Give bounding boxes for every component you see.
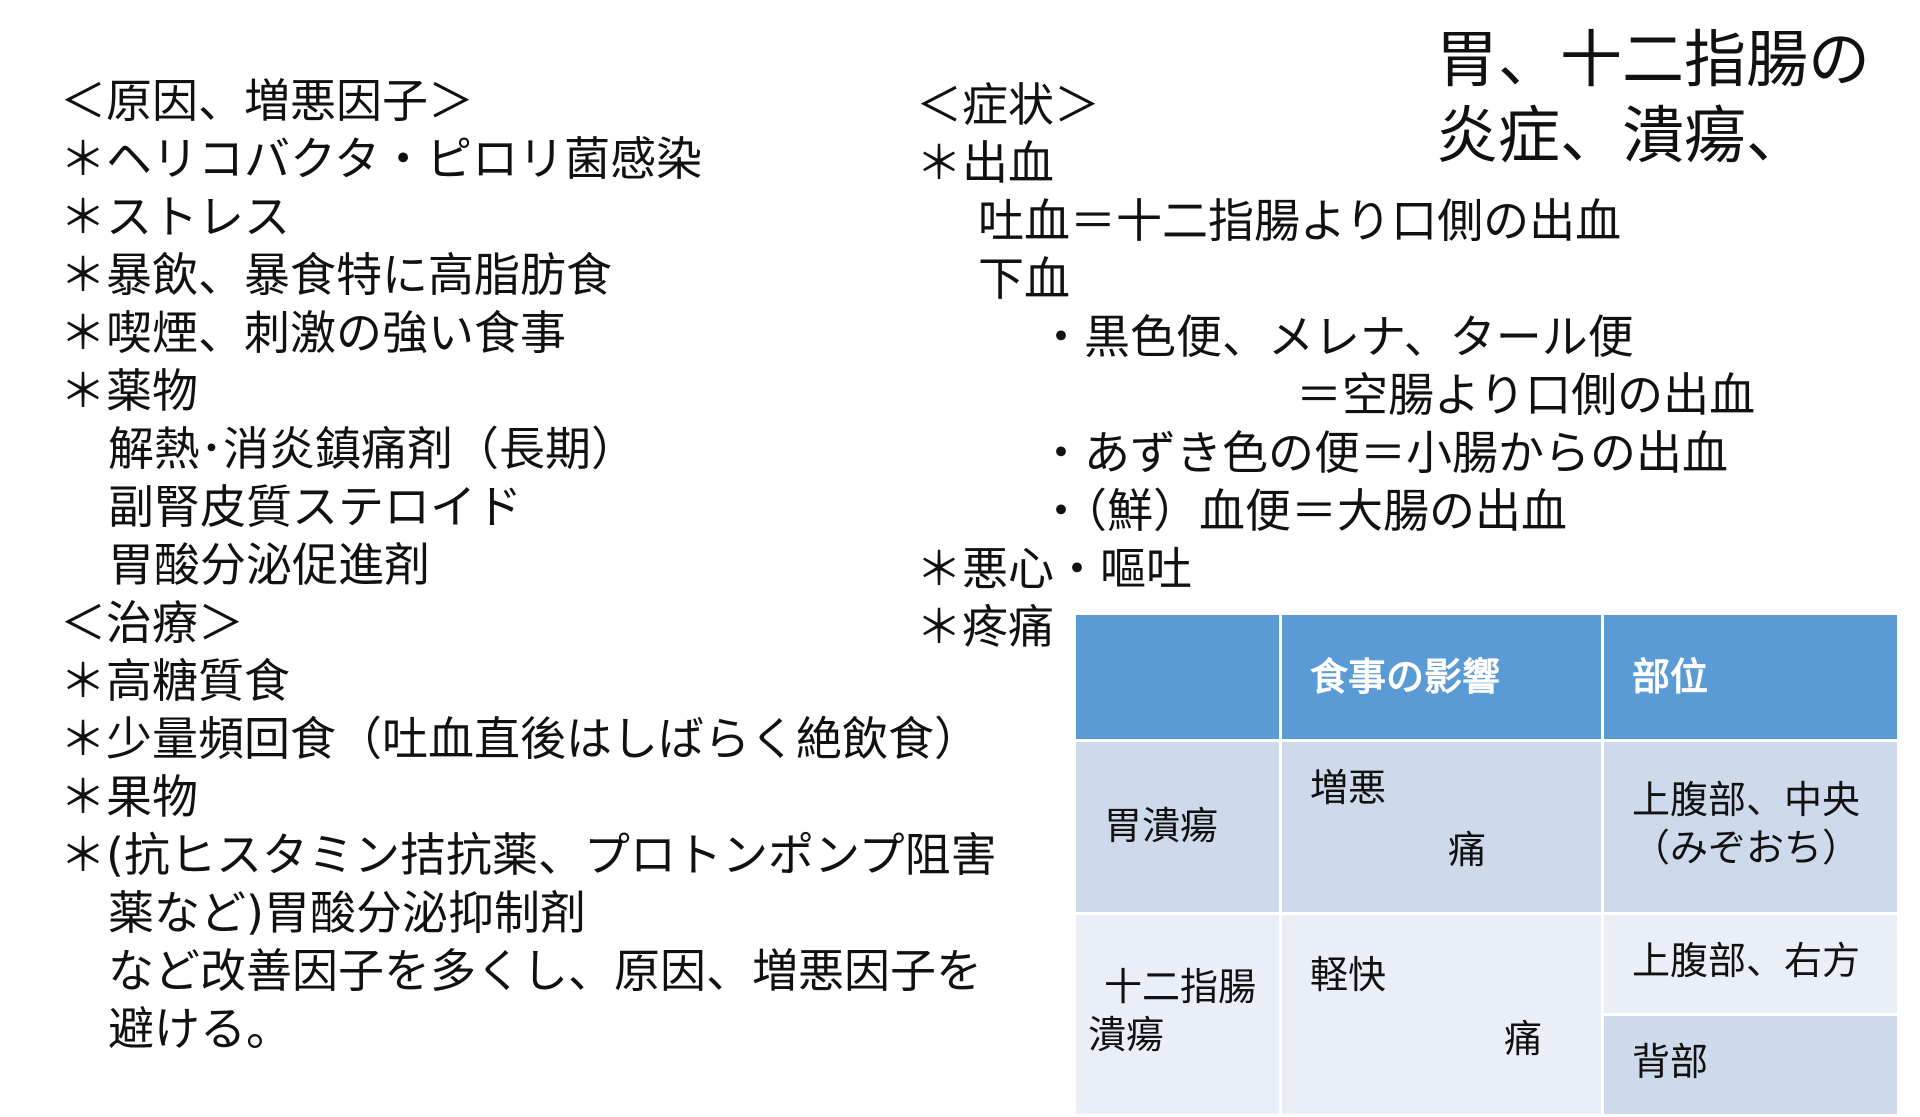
duodenal-diet-effect: 軽快 痛 (1279, 912, 1604, 1117)
list-item: ＊果物 (60, 770, 198, 824)
table-header-blank (1073, 612, 1282, 742)
list-item: ＊ストレス (60, 190, 290, 244)
sub-sub-item: ・あずき色の便＝小腸からの出血 (1038, 426, 1728, 480)
list-item: ＊ヘリコバクタ・ピロリ菌感染 (60, 132, 703, 186)
heading-causes: ＜原因、増悪因子＞ (60, 74, 474, 128)
table-header-site: 部位 (1601, 612, 1900, 742)
title-line-2: 炎症、潰瘍、 (1435, 99, 1808, 172)
sub-item: 副腎皮質ステロイド (108, 480, 522, 534)
list-item: ＊出血 (916, 136, 1054, 190)
gastric-site: 上腹部、中央 （みぞおち） (1601, 739, 1900, 915)
list-item-continued: 避ける。 (108, 1002, 292, 1056)
list-item: ＊悪心・嘔吐 (916, 542, 1192, 596)
table-header-row: 食事の影響 部位 (1073, 612, 1900, 742)
list-item: ＊高糖質食 (60, 654, 290, 708)
sub-sub-item-continued: ＝空腸より口側の出血 (1296, 368, 1756, 422)
gastric-diet-effect: 増悪 痛 (1279, 739, 1604, 915)
gastric-ulcer-name: 胃潰瘍 (1073, 739, 1282, 915)
heading-symptoms: ＜症状＞ (916, 78, 1100, 132)
sub-item: 胃酸分泌促進剤 (108, 538, 430, 592)
duodenal-ulcer-name: 十二指腸 潰瘍 (1073, 912, 1282, 1117)
sub-sub-item: ・（鮮）血便＝大腸の出血 (1038, 484, 1567, 538)
duodenal-site-back: 背部 (1601, 1013, 1900, 1117)
slide-title: 胃、十二指腸の 炎症、潰瘍、 (1436, 22, 1870, 174)
list-item: ＊暴飲、暴食特に高脂肪食 (60, 248, 612, 302)
list-item: ＊(抗ヒスタミン拮抗薬、プロトンポンプ阻害 (60, 828, 997, 882)
table-row: 十二指腸 潰瘍 軽快 痛 上腹部、右方 (1073, 912, 1900, 1117)
list-item: ＊少量頻回食（吐血直後はしばらく絶飲食） (60, 712, 980, 766)
sub-item: 解熱･消炎鎮痛剤（長期） (108, 422, 637, 476)
list-item-continued: 薬など)胃酸分泌抑制剤 (108, 886, 586, 940)
heading-treatment: ＜治療＞ (60, 596, 244, 650)
sub-item: 下血 (978, 252, 1070, 306)
list-item: ＊喫煙、刺激の強い食事 (60, 306, 566, 360)
list-item-continued: など改善因子を多くし、原因、増悪因子を (108, 944, 982, 998)
sub-item: 吐血＝十二指腸より口側の出血 (978, 194, 1622, 248)
title-line-1: 胃、十二指腸の (1435, 23, 1870, 96)
list-item: ＊疼痛 (916, 600, 1054, 654)
table-header-diet-effect: 食事の影響 (1279, 612, 1604, 742)
table-row: 胃潰瘍 増悪 痛 上腹部、中央 （みぞおち） (1073, 739, 1900, 915)
sub-sub-item: ・黒色便、メレナ、タール便 (1038, 310, 1634, 364)
list-item: ＊薬物 (60, 364, 198, 418)
duodenal-site: 上腹部、右方 (1601, 912, 1900, 1016)
ulcer-comparison-table: 食事の影響 部位 胃潰瘍 増悪 痛 上腹部、中央 （みぞおち） 十二指腸 潰瘍 … (1073, 612, 1900, 1117)
